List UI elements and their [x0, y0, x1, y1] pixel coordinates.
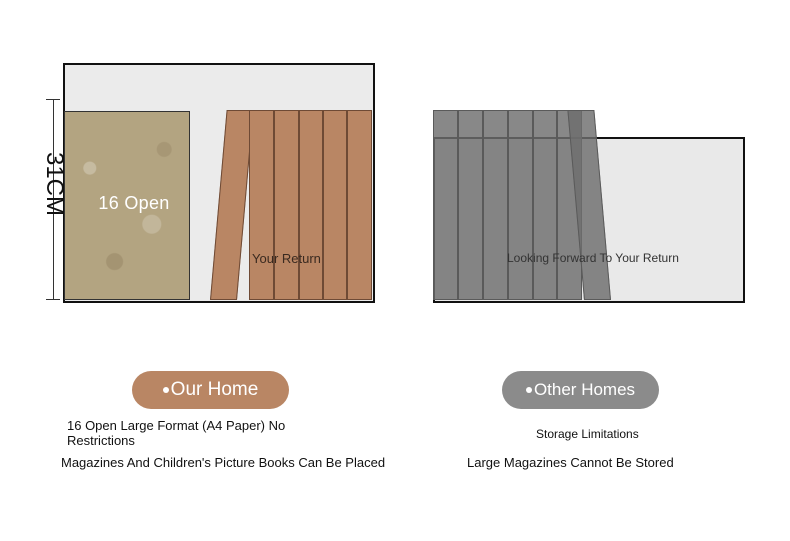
ruler-label: 31CM	[41, 151, 69, 217]
dot-icon	[162, 387, 169, 393]
dot-icon	[525, 387, 532, 393]
book-brown	[323, 110, 347, 300]
book-gray	[433, 110, 458, 300]
book-gray	[508, 110, 533, 300]
other-homes-button[interactable]: Other Homes	[502, 371, 659, 409]
book-brown	[274, 110, 299, 300]
our-home-label: Our Home	[170, 379, 259, 400]
ruler-tick-bottom	[46, 299, 60, 300]
right-description-2: Large Magazines Cannot Be Stored	[467, 455, 674, 470]
book-brown	[299, 110, 323, 300]
ruler-tick-top	[46, 99, 60, 100]
our-home-button[interactable]: Our Home	[132, 371, 289, 409]
book-gray	[483, 110, 508, 300]
left-caption: Your Return	[252, 251, 321, 266]
other-homes-label: Other Homes	[533, 380, 636, 399]
book-gray	[533, 110, 557, 300]
right-description-1: Storage Limitations	[536, 427, 639, 441]
board-label: 16 Open	[98, 193, 170, 213]
book-gray	[458, 110, 483, 300]
book-brown	[249, 110, 274, 300]
left-description-2: Magazines And Children's Picture Books C…	[61, 455, 386, 470]
book-brown	[347, 110, 372, 300]
height-ruler	[53, 99, 54, 300]
right-caption: Looking Forward To Your Return	[507, 251, 679, 265]
a4-board-illustration	[64, 111, 190, 300]
left-description-1: 16 Open Large Format (A4 Paper) No Restr…	[67, 418, 286, 448]
